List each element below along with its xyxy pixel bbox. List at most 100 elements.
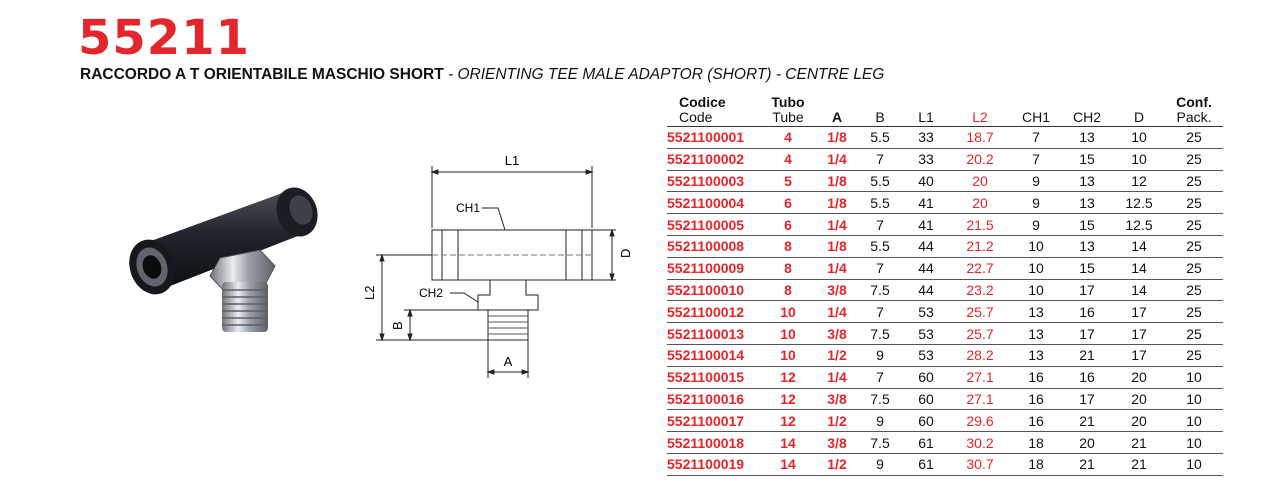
cell-tube: 5 xyxy=(759,170,817,193)
cell-tube: 8 xyxy=(759,257,817,280)
cell-pack: 10 xyxy=(1165,409,1223,433)
cell-l1: 53 xyxy=(903,300,949,324)
cell-ch1: 10 xyxy=(1011,279,1061,302)
cell-l1: 60 xyxy=(903,366,949,389)
cell-ch1: 10 xyxy=(1011,235,1061,258)
dim-b-label: B xyxy=(390,321,405,330)
cell-code: 5521100005 xyxy=(667,213,759,236)
cell-ch2: 17 xyxy=(1061,279,1113,302)
cell-l2: 21.2 xyxy=(949,235,1011,258)
col-a: A xyxy=(817,95,857,127)
cell-ch1: 9 xyxy=(1011,213,1061,236)
cell-a: 1/8 xyxy=(817,126,857,149)
cell-b: 7.5 xyxy=(857,388,903,411)
cell-d: 20 xyxy=(1113,366,1165,389)
cell-pack: 25 xyxy=(1165,344,1223,367)
cell-ch2: 15 xyxy=(1061,148,1113,171)
cell-ch2: 21 xyxy=(1061,344,1113,367)
cell-ch2: 15 xyxy=(1061,257,1113,280)
product-photo xyxy=(129,187,318,332)
cell-d: 12.5 xyxy=(1113,191,1165,215)
cell-ch1: 18 xyxy=(1011,453,1061,476)
cell-tube: 12 xyxy=(759,366,817,389)
cell-pack: 25 xyxy=(1165,170,1223,193)
cell-d: 21 xyxy=(1113,431,1165,454)
cell-tube: 14 xyxy=(759,431,817,454)
cell-d: 12.5 xyxy=(1113,213,1165,236)
col-l1: L1 xyxy=(903,95,949,127)
cell-l2: 29.6 xyxy=(949,409,1011,433)
col-b: B xyxy=(857,95,903,127)
cell-a: 1/8 xyxy=(817,170,857,193)
cell-a: 1/4 xyxy=(817,148,857,171)
cell-l2: 25.7 xyxy=(949,300,1011,324)
cell-d: 20 xyxy=(1113,409,1165,433)
cell-d: 17 xyxy=(1113,322,1165,345)
cell-ch2: 13 xyxy=(1061,235,1113,258)
cell-tube: 10 xyxy=(759,344,817,367)
cell-ch2: 13 xyxy=(1061,126,1113,149)
cell-d: 14 xyxy=(1113,279,1165,302)
cell-a: 1/4 xyxy=(817,213,857,236)
cell-b: 7.5 xyxy=(857,431,903,454)
cell-pack: 25 xyxy=(1165,300,1223,324)
cell-code: 5521100008 xyxy=(667,235,759,258)
dim-l1-label: L1 xyxy=(505,153,519,168)
col-d: D xyxy=(1113,95,1165,127)
subtitle-separator: - xyxy=(443,66,458,83)
cell-code: 5521100019 xyxy=(667,453,759,476)
cell-tube: 4 xyxy=(759,148,817,171)
cell-pack: 25 xyxy=(1165,191,1223,215)
cell-d: 10 xyxy=(1113,126,1165,149)
cell-code: 5521100018 xyxy=(667,431,759,454)
cell-ch2: 13 xyxy=(1061,191,1113,215)
cell-ch2: 16 xyxy=(1061,300,1113,324)
cell-ch1: 10 xyxy=(1011,257,1061,280)
cell-d: 17 xyxy=(1113,300,1165,324)
cell-ch1: 9 xyxy=(1011,191,1061,215)
cell-l1: 44 xyxy=(903,235,949,258)
cell-l2: 27.1 xyxy=(949,366,1011,389)
cell-l1: 60 xyxy=(903,388,949,411)
cell-l1: 61 xyxy=(903,431,949,454)
cell-code: 5521100012 xyxy=(667,300,759,324)
col-l2: L2 xyxy=(949,95,1011,127)
cell-l2: 30.7 xyxy=(949,453,1011,476)
cell-code: 5521100003 xyxy=(667,170,759,193)
cell-ch1: 7 xyxy=(1011,126,1061,149)
cell-ch1: 16 xyxy=(1011,366,1061,389)
cell-b: 9 xyxy=(857,409,903,433)
cell-a: 3/8 xyxy=(817,322,857,345)
dim-ch1-label: CH1 xyxy=(456,201,480,215)
cell-b: 5.5 xyxy=(857,170,903,193)
cell-tube: 4 xyxy=(759,126,817,149)
dim-a-label: A xyxy=(504,354,513,369)
cell-b: 5.5 xyxy=(857,191,903,215)
cell-l1: 53 xyxy=(903,322,949,345)
cell-ch2: 21 xyxy=(1061,409,1113,433)
cell-l1: 44 xyxy=(903,257,949,280)
cell-a: 1/8 xyxy=(817,191,857,215)
cell-pack: 10 xyxy=(1165,453,1223,476)
product-code: 55211 xyxy=(78,10,250,66)
col-pack: Conf.Pack. xyxy=(1165,95,1223,127)
cell-d: 12 xyxy=(1113,170,1165,193)
product-name-it: RACCORDO A T ORIENTABILE MASCHIO SHORT xyxy=(80,66,444,83)
technical-drawing: L1 CH1 CH2 L2 B A D xyxy=(362,153,630,378)
cell-d: 14 xyxy=(1113,257,1165,280)
cell-code: 5521100015 xyxy=(667,366,759,389)
cell-a: 1/4 xyxy=(817,366,857,389)
cell-pack: 10 xyxy=(1165,388,1223,411)
cell-l2: 23.2 xyxy=(949,279,1011,302)
